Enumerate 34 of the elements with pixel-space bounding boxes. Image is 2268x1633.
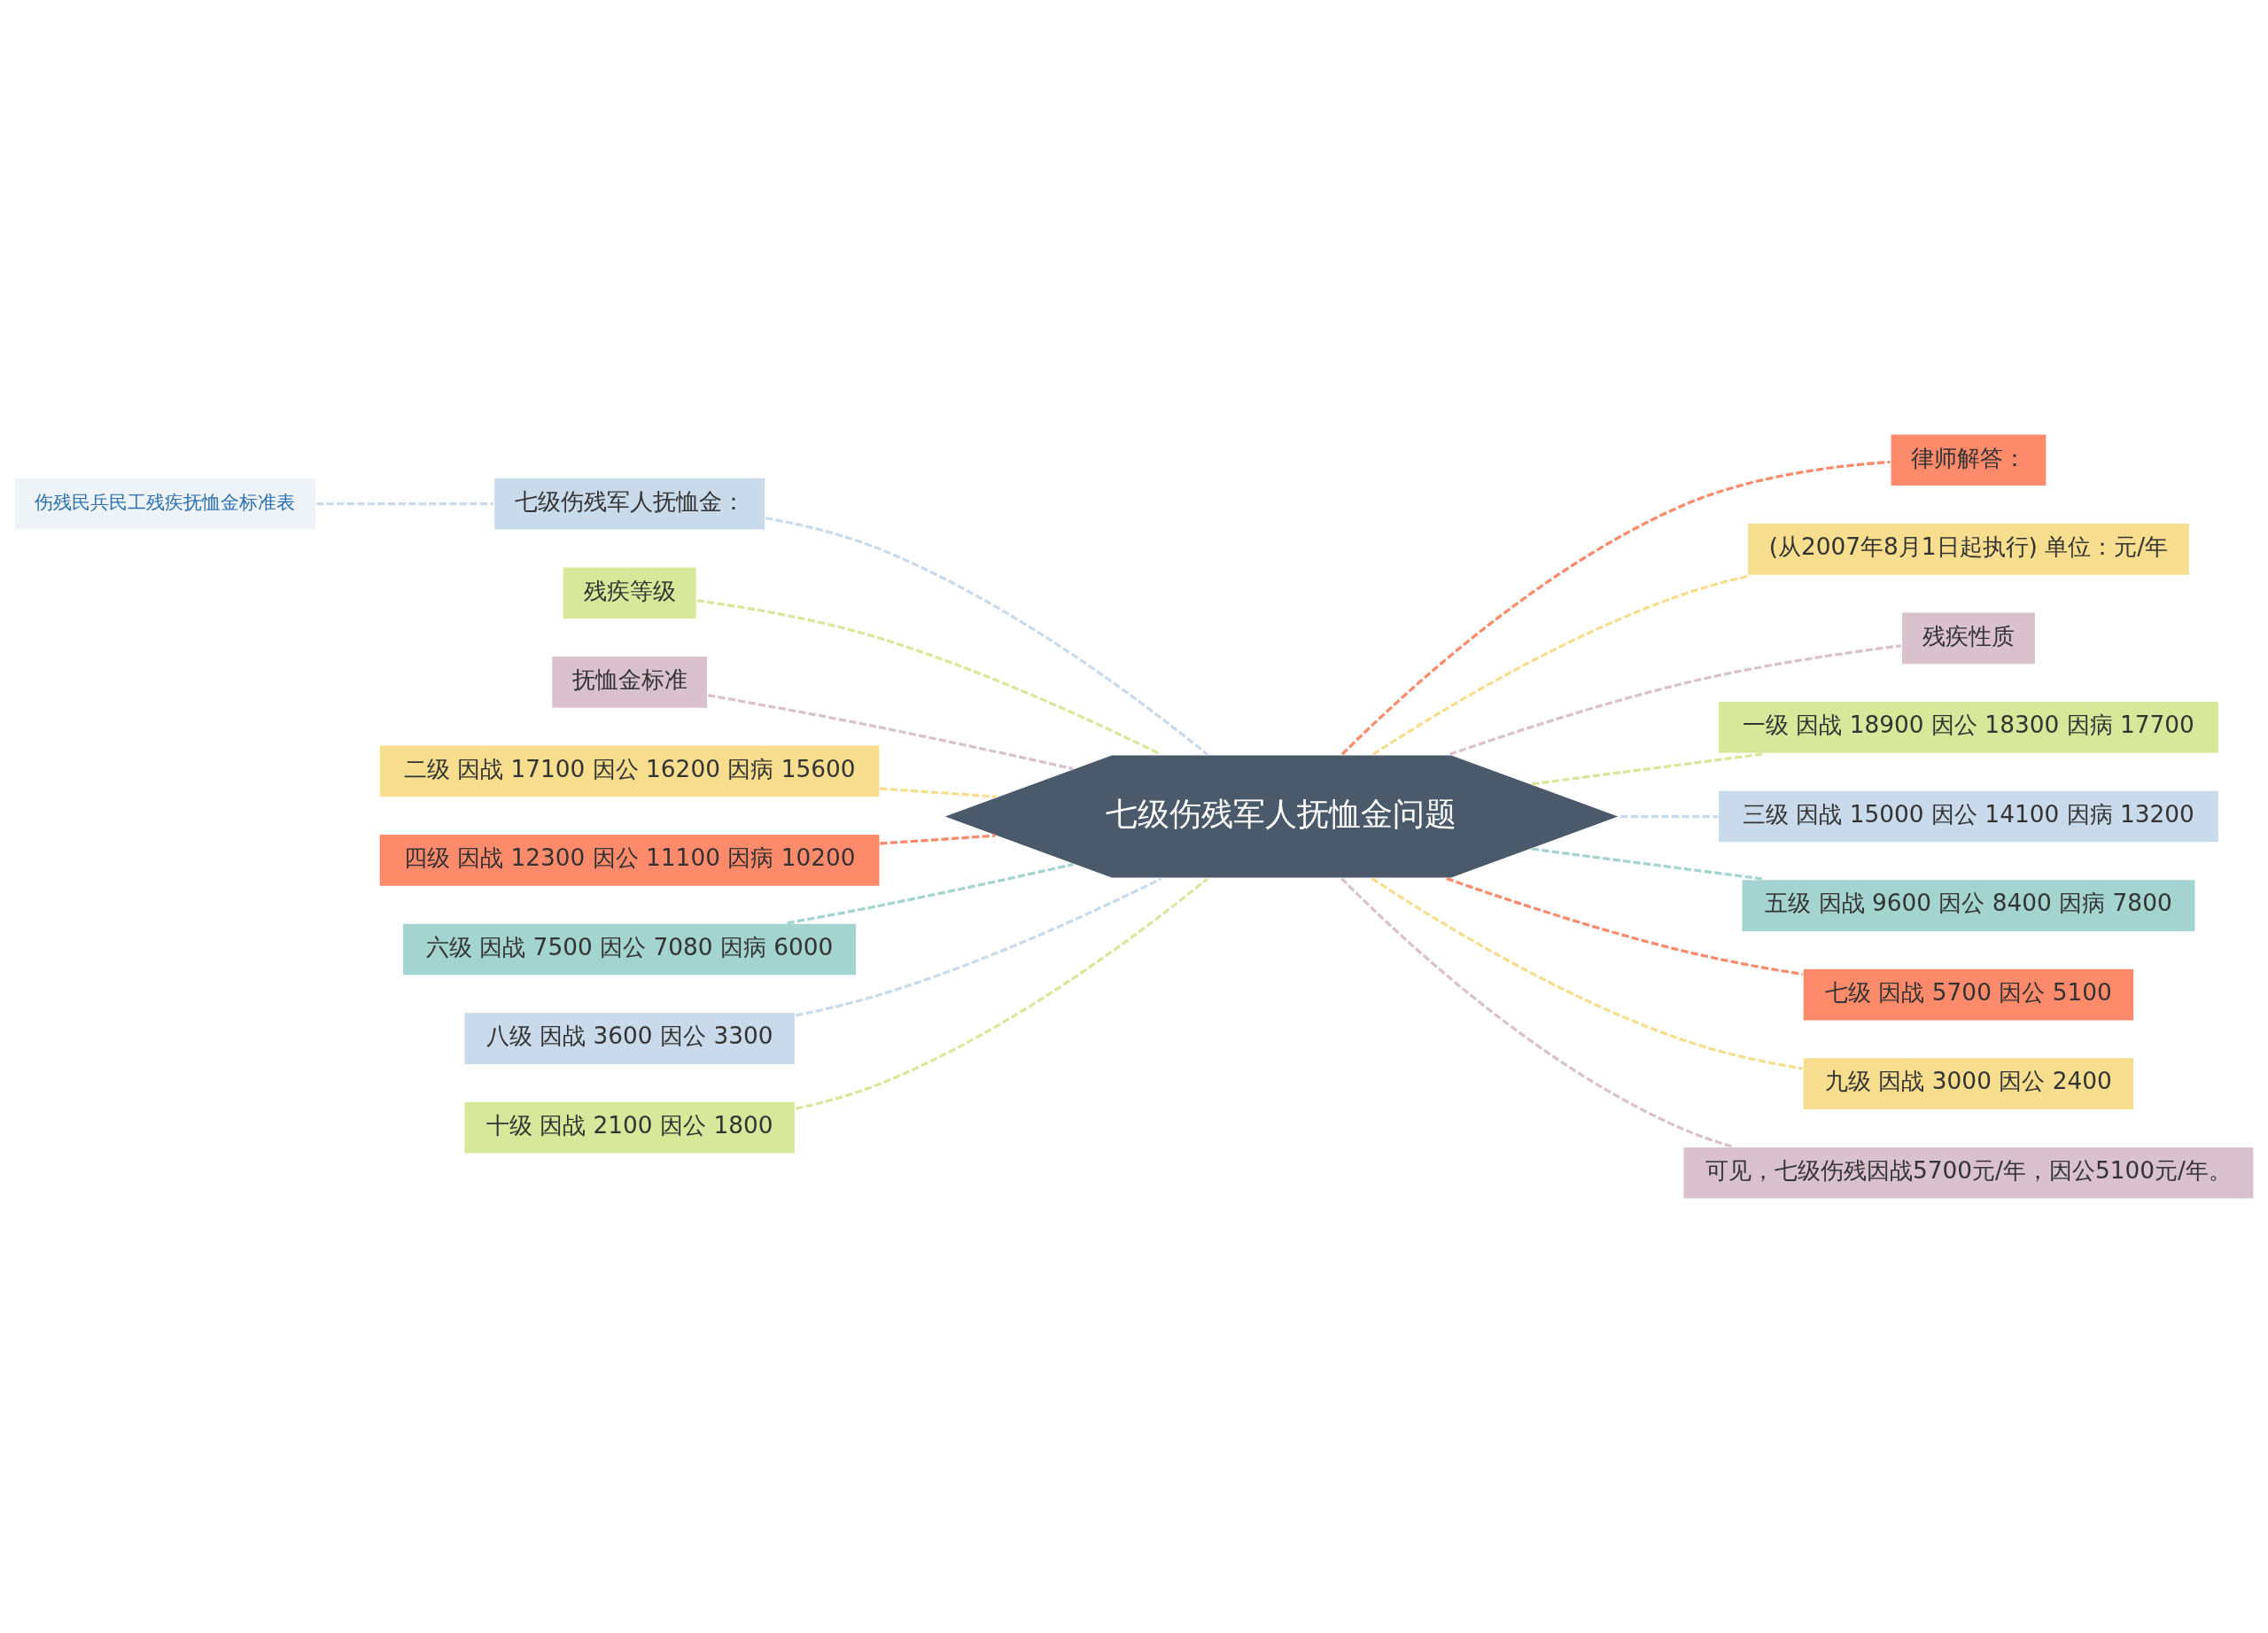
connector: [707, 694, 1074, 771]
connector: [1340, 460, 1891, 756]
connector: [880, 834, 996, 845]
node-box: 二级 因战 17100 因公 16200 因病 15600: [378, 743, 882, 798]
connector: [787, 862, 1074, 925]
node-box: 伤残民兵民工残疾抚恤金标准表: [12, 477, 317, 532]
node-box: 七级伤残军人抚恤金：: [493, 477, 766, 532]
connector: [880, 787, 997, 798]
node-box: (从2007年8月1日起执行) 单位：元/年: [1746, 522, 2191, 577]
node-box: 残疾等级: [561, 565, 698, 620]
node-box: 九级 因战 3000 因公 2400: [1802, 1056, 2135, 1111]
node-box: 十级 因战 2100 因公 1800: [462, 1100, 796, 1155]
connector: [765, 517, 1208, 756]
node-box: 可见，七级伤残因战5700元/年，因公5100元/年。: [1682, 1146, 2256, 1201]
node-box: 七级 因战 5700 因公 5100: [1802, 968, 2135, 1023]
connector: [1371, 877, 1803, 1070]
node-box: 抚恤金标准: [550, 655, 709, 710]
node-box: 六级 因战 7500 因公 7080 因病 6000: [401, 922, 858, 976]
connector: [795, 877, 1208, 1110]
node-box: 四级 因战 12300 因公 11100 因病 10200: [378, 833, 882, 888]
connector: [1340, 877, 1734, 1148]
node-box: 五级 因战 9600 因公 8400 因病 7800: [1740, 878, 2197, 933]
node-box: 律师解答：: [1889, 432, 2047, 487]
node-box: 残疾性质: [1900, 610, 2037, 665]
connector: [1446, 876, 1803, 976]
connector: [696, 599, 1162, 756]
connector: [1372, 574, 1751, 756]
node-box: 八级 因战 3600 因公 3300: [462, 1011, 796, 1066]
connector: [795, 877, 1162, 1017]
connector: [316, 502, 493, 506]
node-box: 一级 因战 18900 因公 18300 因病 17700: [1717, 700, 2220, 755]
connector: [1449, 644, 1901, 756]
node-box: 三级 因战 15000 因公 14100 因病 13200: [1717, 789, 2220, 844]
connector: [1620, 814, 1719, 819]
